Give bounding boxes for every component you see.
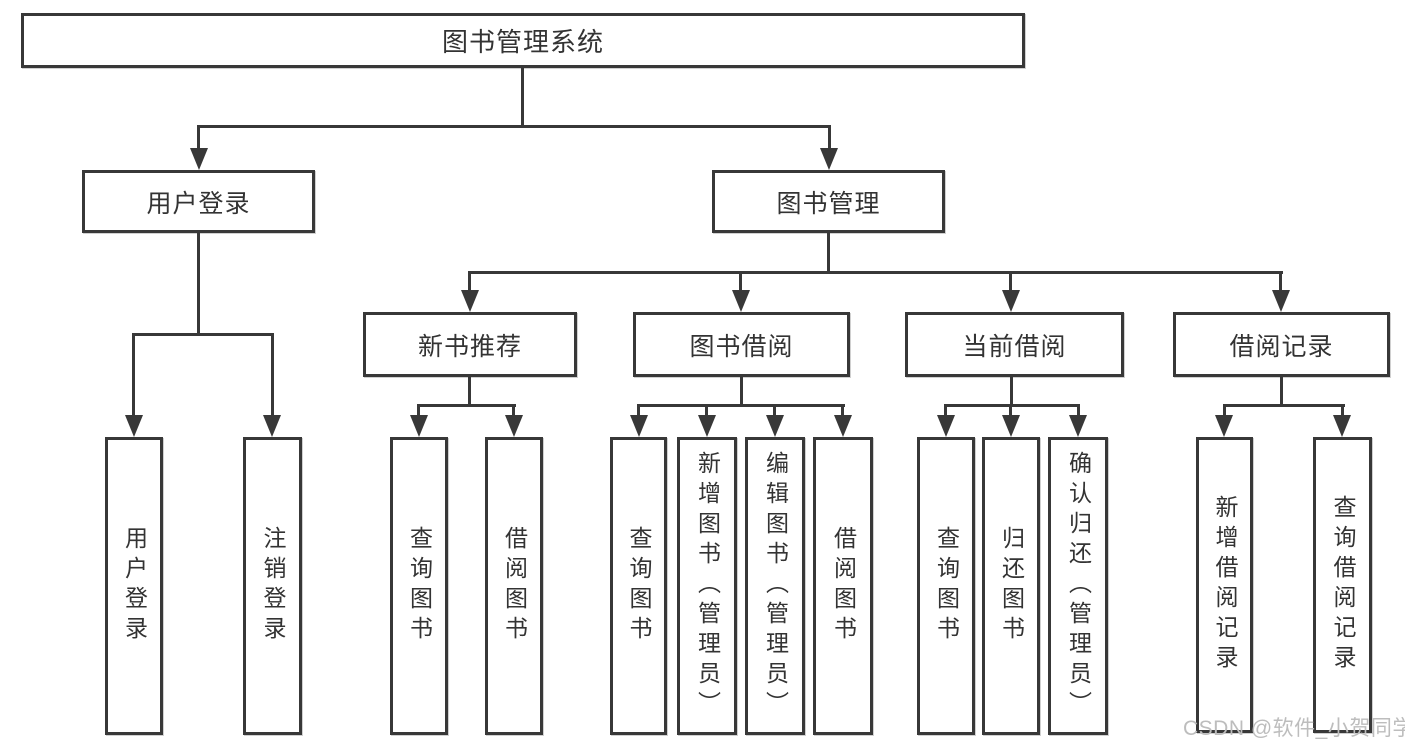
leaf-borrow-books-recommend: 借阅图书: [485, 437, 543, 735]
node-current-borrow-label: 当前借阅: [962, 332, 1067, 361]
connector-borrowrecords-stem: [1279, 271, 1282, 295]
arrowhead-br-child1: [1215, 415, 1233, 437]
leaf-borrow-books-label: 借阅图书: [830, 526, 857, 646]
connector-cb-child3-stem: [1077, 404, 1080, 419]
node-library-system: 图书管理系统: [21, 13, 1025, 68]
csdn-watermark: CSDN @软件_小贺同学: [1183, 717, 1405, 740]
leaf-edit-books-admin: 编辑图书（管理员）: [745, 437, 805, 735]
leaf-add-borrow-record: 新增借阅记录: [1196, 437, 1253, 733]
node-user-login-label: 用户登录: [146, 189, 251, 218]
node-library-system-label: 图书管理系统: [441, 27, 604, 57]
node-book-borrow: 图书借阅: [633, 312, 850, 377]
leaf-borrow-books-recommend-label: 借阅图书: [501, 526, 528, 646]
leaf-query-borrow-record: 查询借阅记录: [1313, 437, 1372, 733]
leaf-query-books-borrow: 查询图书: [610, 437, 667, 735]
arrowhead-nb-child2: [505, 415, 523, 437]
leaf-user-login-label: 用户登录: [121, 526, 148, 646]
arrowhead-cb-child2: [1002, 415, 1020, 437]
connector-user-login-drop: [197, 231, 200, 335]
node-borrow-records: 借阅记录: [1173, 312, 1390, 377]
connector-newbook-stem: [468, 271, 471, 295]
leaf-confirm-return-admin-label: 确认归还（管理员）: [1065, 451, 1092, 721]
arrowhead-bb-child4: [834, 415, 852, 437]
node-new-book-recommend: 新书推荐: [363, 312, 577, 377]
arrowhead-currentborrow: [1002, 290, 1020, 312]
connector-book-mgmt-stem: [828, 125, 831, 152]
connector-bookborrow-drop: [740, 375, 743, 407]
leaf-query-books-current: 查询图书: [917, 437, 975, 735]
connector-newbook-drop: [468, 375, 471, 407]
connector-newbook-bar: [417, 404, 516, 407]
node-current-borrow: 当前借阅: [905, 312, 1124, 377]
node-borrow-records-label: 借阅记录: [1229, 332, 1334, 361]
leaf-query-books-borrow-label: 查询图书: [626, 526, 652, 646]
connector-br-child2-stem: [1341, 404, 1344, 419]
connector-bb-child3-stem: [773, 404, 776, 419]
node-book-management: 图书管理: [712, 170, 945, 233]
connector-br-child1-stem: [1223, 404, 1226, 419]
connector-bb-child1-stem: [637, 404, 640, 419]
arrowhead-cb-child1: [937, 415, 955, 437]
node-user-login: 用户登录: [82, 170, 315, 233]
connector-bookborrow-stem: [739, 271, 742, 295]
connector-borrowrecords-drop: [1280, 375, 1283, 407]
arrowhead-leaf-logout: [263, 415, 281, 437]
leaf-confirm-return-admin: 确认归还（管理员）: [1048, 437, 1108, 735]
leaf-query-books-current-label: 查询图书: [933, 526, 960, 646]
arrowhead-bb-child2: [698, 415, 716, 437]
connector-cb-child2-stem: [1009, 404, 1012, 419]
connector-currentborrow-drop: [1010, 375, 1013, 407]
arrowhead-bookborrow: [732, 290, 750, 312]
connector-user-login-bar: [132, 333, 274, 336]
arrowhead-bb-child3: [766, 415, 784, 437]
leaf-edit-books-admin-label: 编辑图书（管理员）: [762, 451, 789, 721]
connector-bb-child4-stem: [841, 404, 844, 419]
arrowhead-cb-child3: [1069, 415, 1087, 437]
connector-leaf-login-stem: [132, 333, 135, 419]
leaf-query-books-recommend: 查询图书: [390, 437, 448, 735]
leaf-query-books-recommend-label: 查询图书: [406, 526, 433, 646]
leaf-logout: 注销登录: [243, 437, 302, 735]
connector-nb-child1-stem: [417, 404, 420, 419]
leaf-return-books-label: 归还图书: [998, 526, 1025, 646]
connector-cb-child1-stem: [944, 404, 947, 419]
leaf-add-books-admin-label: 新增图书（管理员）: [694, 451, 721, 721]
node-new-book-recommend-label: 新书推荐: [417, 332, 522, 361]
arrowhead-borrowrecords: [1272, 290, 1290, 312]
connector-nb-child2-stem: [512, 404, 515, 419]
arrowhead-newbook: [461, 290, 479, 312]
arrowhead-user-login: [190, 148, 208, 170]
leaf-query-borrow-record-label: 查询借阅记录: [1330, 495, 1356, 675]
arrowhead-book-mgmt: [820, 148, 838, 170]
arrowhead-bb-child1: [630, 415, 648, 437]
node-book-management-label: 图书管理: [776, 189, 881, 218]
node-book-borrow-label: 图书借阅: [689, 332, 794, 361]
connector-bb-child2-stem: [705, 404, 708, 419]
leaf-return-books: 归还图书: [982, 437, 1040, 735]
connector-borrowrecords-bar: [1223, 404, 1345, 407]
connector-user-login-stem: [197, 125, 200, 152]
leaf-borrow-books: 借阅图书: [813, 437, 873, 735]
connector-level3-bar: [468, 271, 1283, 274]
leaf-logout-label: 注销登录: [260, 526, 286, 646]
connector-book-mgmt-drop: [827, 231, 830, 274]
arrowhead-nb-child1: [410, 415, 428, 437]
leaf-add-borrow-record-label: 新增借阅记录: [1212, 495, 1238, 675]
connector-leaf-logout-stem: [271, 333, 274, 419]
connector-bookborrow-bar: [637, 404, 845, 407]
connector-level2-bar: [197, 125, 831, 128]
leaf-add-books-admin: 新增图书（管理员）: [677, 437, 737, 735]
connector-currentborrow-bar: [944, 404, 1080, 407]
arrowhead-br-child2: [1333, 415, 1351, 437]
leaf-user-login: 用户登录: [105, 437, 163, 735]
connector-currentborrow-stem: [1009, 271, 1012, 295]
arrowhead-leaf-login: [125, 415, 143, 437]
connector-root-stem: [521, 68, 524, 126]
